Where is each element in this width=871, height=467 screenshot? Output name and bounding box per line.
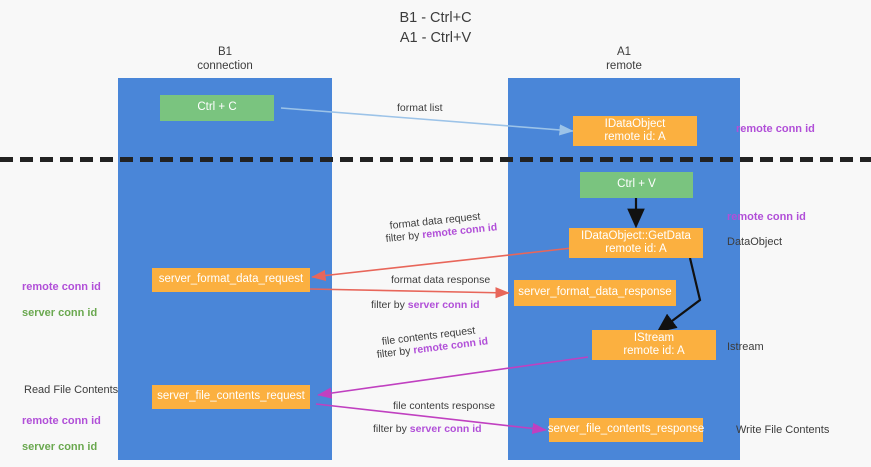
sidelabel-remote-conn-id: remote conn id bbox=[22, 281, 101, 293]
node-idataobject-getdata[interactable]: IDataObject::GetData remote id: A bbox=[569, 228, 703, 258]
filter-prefix: filter by bbox=[371, 299, 408, 311]
node-istream[interactable]: IStream remote id: A bbox=[592, 330, 716, 360]
filter-prefix: filter by bbox=[385, 229, 423, 245]
filter-prefix: filter by bbox=[376, 344, 415, 361]
lane-header-b1: B1 connection bbox=[197, 46, 253, 72]
edgelabel-file-contents-response: file contents response bbox=[393, 400, 496, 412]
sidelabel-server-conn-id: server conn id bbox=[22, 307, 98, 319]
node-ctrl-c[interactable]: Ctrl + C bbox=[160, 95, 274, 121]
filter-value: server conn id bbox=[409, 423, 482, 435]
lane-header-a1: A1 remote bbox=[606, 46, 642, 72]
sidelabel-read-file-contents: Read File Contents bbox=[24, 384, 119, 396]
edgelabel-format-data-response-filter: filter by server conn id bbox=[371, 298, 480, 312]
sidelabel-server-conn-id-2: server conn id bbox=[22, 441, 98, 453]
section-divider bbox=[0, 157, 871, 162]
sidelabel-conn-ids-file: remote conn id server conn id bbox=[22, 402, 101, 467]
sidelabel-conn-ids-format: remote conn id server conn id bbox=[22, 268, 101, 333]
edgelabel-format-list: format list bbox=[397, 102, 443, 114]
sidelabel-dataobject: DataObject bbox=[727, 236, 783, 248]
node-server-file-contents-request[interactable]: server_file_contents_request bbox=[152, 385, 310, 409]
filter-value: server conn id bbox=[407, 299, 480, 311]
sidelabel-write-file-contents: Write File Contents bbox=[736, 424, 830, 436]
edgelabel-file-contents-response-filter: filter by server conn id bbox=[373, 422, 482, 436]
edgelabel-format-data-response: format data response bbox=[391, 274, 491, 286]
node-server-file-contents-response[interactable]: server_file_contents_response bbox=[548, 418, 704, 442]
node-server-format-data-response[interactable]: server_format_data_response bbox=[514, 280, 676, 306]
filter-prefix: filter by bbox=[373, 423, 410, 435]
node-ctrl-v[interactable]: Ctrl + V bbox=[580, 172, 693, 198]
sidelabel-remote-conn-id-top: remote conn id bbox=[736, 123, 815, 135]
sidelabel-istream: Istream bbox=[727, 341, 764, 353]
node-server-format-data-request[interactable]: server_format_data_request bbox=[152, 268, 310, 292]
sidelabel-remote-conn-id-getdata: remote conn id bbox=[727, 211, 806, 223]
page-title: B1 - Ctrl+C A1 - Ctrl+V bbox=[399, 10, 472, 46]
sidelabel-remote-conn-id-2: remote conn id bbox=[22, 415, 101, 427]
node-idataobject[interactable]: IDataObject remote id: A bbox=[573, 116, 697, 146]
